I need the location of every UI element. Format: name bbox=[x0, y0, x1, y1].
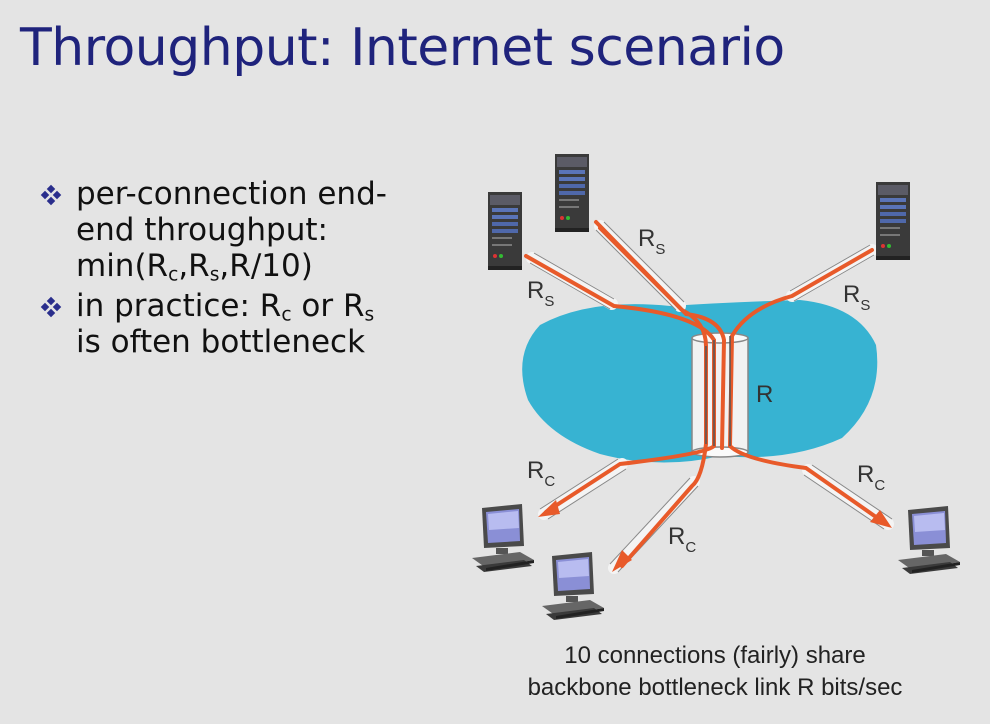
computer-icon bbox=[542, 552, 604, 620]
subscript-s: s bbox=[209, 264, 220, 286]
server-icon bbox=[876, 182, 910, 260]
bullet-1-line-1: per-connection end- bbox=[76, 176, 387, 212]
client-link-label: RC bbox=[668, 523, 696, 556]
bullet-list: per-connection end- end throughput: min(… bbox=[40, 176, 440, 364]
caption-line-2: backbone bottleneck link R bits/sec bbox=[527, 674, 903, 701]
slide-title: Throughput: Internet scenario bbox=[20, 18, 785, 78]
client-link-label: RC bbox=[857, 461, 885, 494]
server-link-label: RS bbox=[527, 277, 554, 310]
backbone-link-label: R bbox=[756, 381, 773, 408]
computer-icon bbox=[472, 504, 534, 572]
server-icon bbox=[555, 154, 589, 232]
text-part: in practice: R bbox=[76, 288, 282, 324]
client-link-label: RC bbox=[527, 457, 555, 490]
bullet-1-formula: min(Rc,Rs,R/10) bbox=[76, 248, 387, 284]
server-link-label: RS bbox=[638, 225, 665, 258]
subscript-s: s bbox=[364, 304, 375, 326]
backbone-link bbox=[691, 332, 749, 458]
bullet-1-line-2: end throughput: bbox=[76, 212, 328, 248]
subscript-c: c bbox=[168, 264, 179, 286]
server-icon bbox=[488, 192, 522, 270]
server-link-label: RS bbox=[843, 281, 870, 314]
bullet-item: per-connection end- end throughput: min(… bbox=[40, 176, 440, 284]
text-part: or R bbox=[291, 288, 365, 324]
bullet-2-line-2: is often bottleneck bbox=[76, 324, 366, 360]
diamond-bullet-icon bbox=[40, 288, 76, 322]
formula-part: ,R/10) bbox=[219, 248, 313, 284]
bullet-2-line-1: in practice: Rc or Rs bbox=[76, 288, 374, 324]
arrowheads bbox=[538, 500, 892, 572]
subscript-c: c bbox=[281, 304, 292, 326]
computer-icon bbox=[898, 506, 960, 574]
caption-line-1: 10 connections (fairly) share bbox=[564, 642, 866, 669]
formula-part: ,R bbox=[178, 248, 210, 284]
diamond-bullet-icon bbox=[40, 176, 76, 210]
connection-path-outlines bbox=[705, 336, 731, 446]
formula-part: min(R bbox=[76, 248, 169, 284]
access-link-outlines bbox=[529, 221, 893, 573]
bullet-item: in practice: Rc or Rs is often bottlenec… bbox=[40, 288, 440, 360]
